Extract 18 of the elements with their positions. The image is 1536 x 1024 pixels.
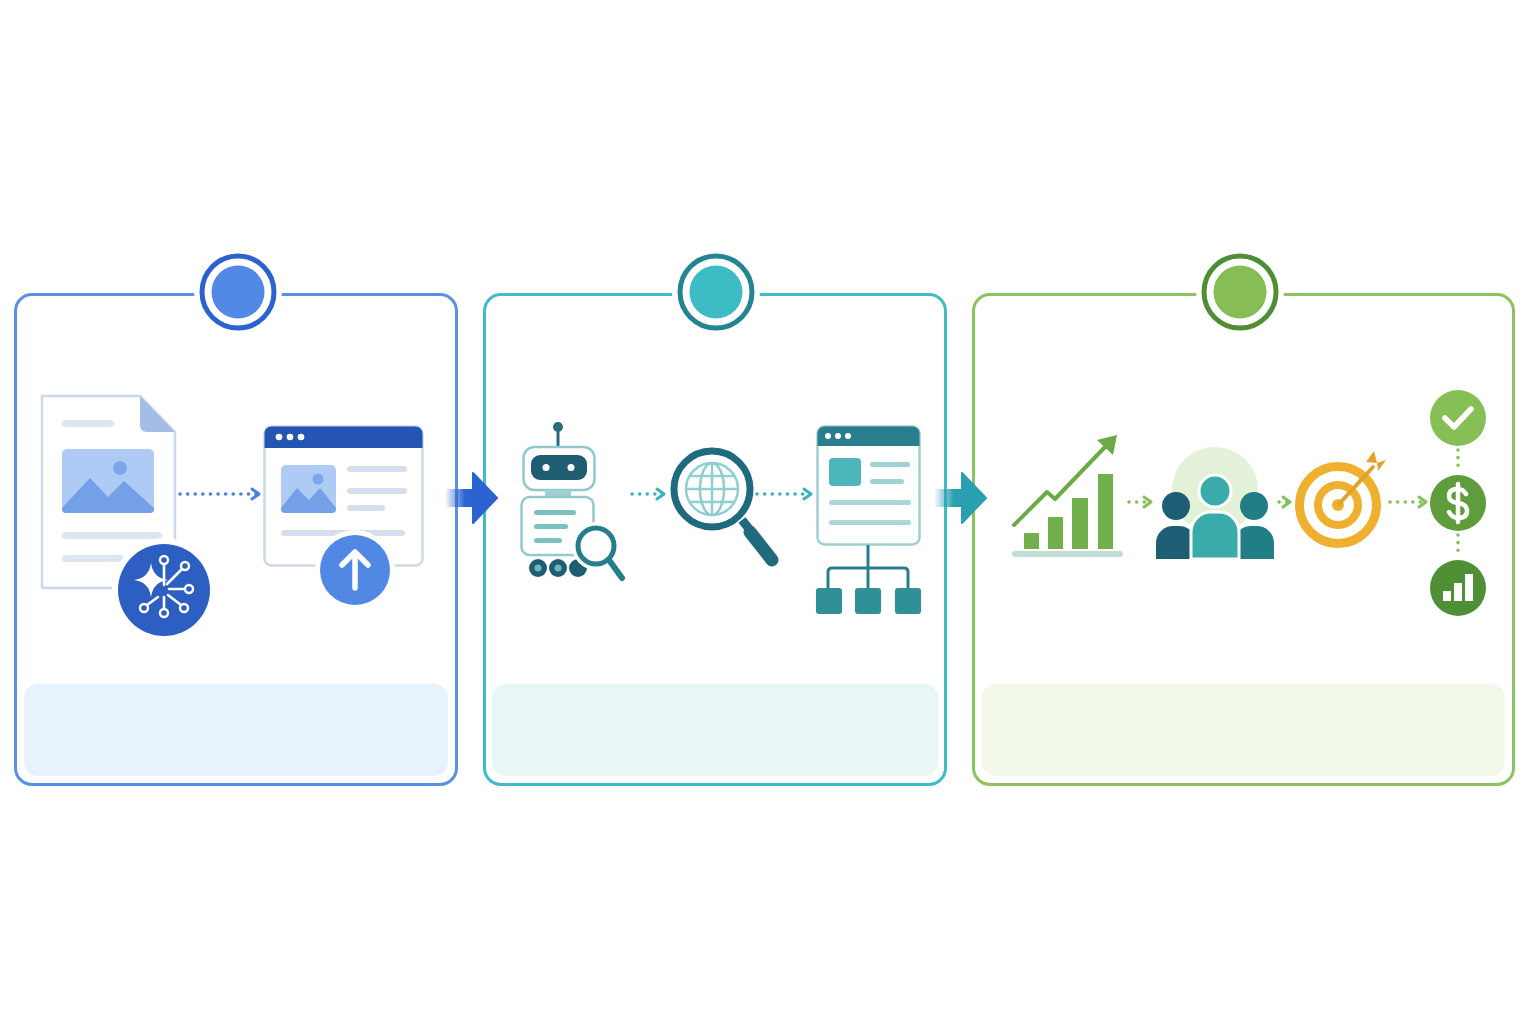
footer-panel — [24, 684, 448, 776]
block-arrow — [935, 472, 987, 524]
dotted-arrow — [1388, 495, 1428, 509]
ring-marker-icon — [677, 253, 755, 331]
bar-chart-icon — [1430, 560, 1486, 616]
dollar-icon — [1430, 475, 1486, 531]
step-panel — [483, 293, 947, 786]
check-icon — [1430, 390, 1486, 446]
dotted-arrow — [630, 487, 666, 501]
dotted-arrow — [178, 487, 261, 501]
dotted-arrow — [755, 487, 813, 501]
ring-marker-icon — [1201, 253, 1279, 331]
step-panel — [14, 293, 458, 786]
block-arrow — [446, 472, 498, 524]
dotted-arrow — [1127, 495, 1153, 509]
step-panel — [972, 293, 1515, 786]
ring-marker-icon — [199, 253, 277, 331]
dotted-arrow — [1277, 495, 1292, 509]
